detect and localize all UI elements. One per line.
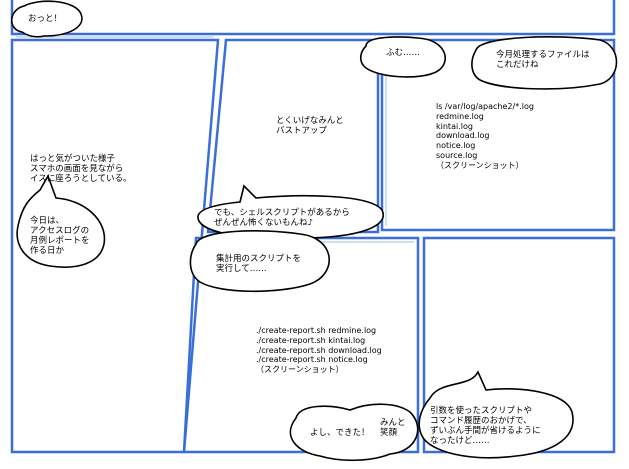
panel-5-bubble: よし、できた！ [310, 428, 370, 438]
bubble-panel-6 [418, 370, 574, 459]
bubble-panel-1 [10, 0, 83, 38]
panel-5-speech: 集計用のスクリプトを 実行して…… [216, 254, 302, 274]
panel-3-speech: でも、シェルスクリプトがあるから ぜんぜん怖くないもんね♪ [214, 208, 350, 228]
panel-4-screenshot-script: ls /var/log/apache2/*.log redmine.log ki… [436, 102, 534, 170]
panel-3-narration: とくいげなみんと バストアップ [276, 116, 344, 136]
panel-2-narration: はっと気がついた様子 スマホの画面を見ながら イスに座ろうとしている。 [30, 154, 132, 184]
bubble-panel-4-short [359, 36, 446, 78]
panel-4-speech-short: ふむ…… [386, 48, 421, 58]
bubble-panel-3 [197, 184, 385, 240]
panel-5-frame [182, 236, 420, 454]
panel-5-screenshot-script: ./create-report.sh redmine.log ./create-… [256, 326, 382, 375]
bubble-panel-2 [16, 174, 106, 268]
panel-1-frame [10, 0, 616, 36]
bubble-panel-4-long [471, 36, 618, 90]
panel-2-speech: 今日は、 アクセスログの 月例レポートを 作る日か [30, 216, 90, 256]
panel-1-exclaim: おっと！ [28, 14, 63, 24]
bubble-panel-5-top [189, 230, 331, 293]
bubble-panel-5-bottom [289, 403, 419, 462]
panel-6-speech: 引数を使ったスクリプトや コマンド履歴のおかげで、 ずいぶん手間が省けるように … [430, 406, 541, 446]
panel-5-narration: みんと 笑顔 [380, 418, 406, 438]
panel-3-frame [206, 38, 380, 234]
panel-4-speech-long: 今月処理するファイルは これだけね [496, 50, 590, 70]
